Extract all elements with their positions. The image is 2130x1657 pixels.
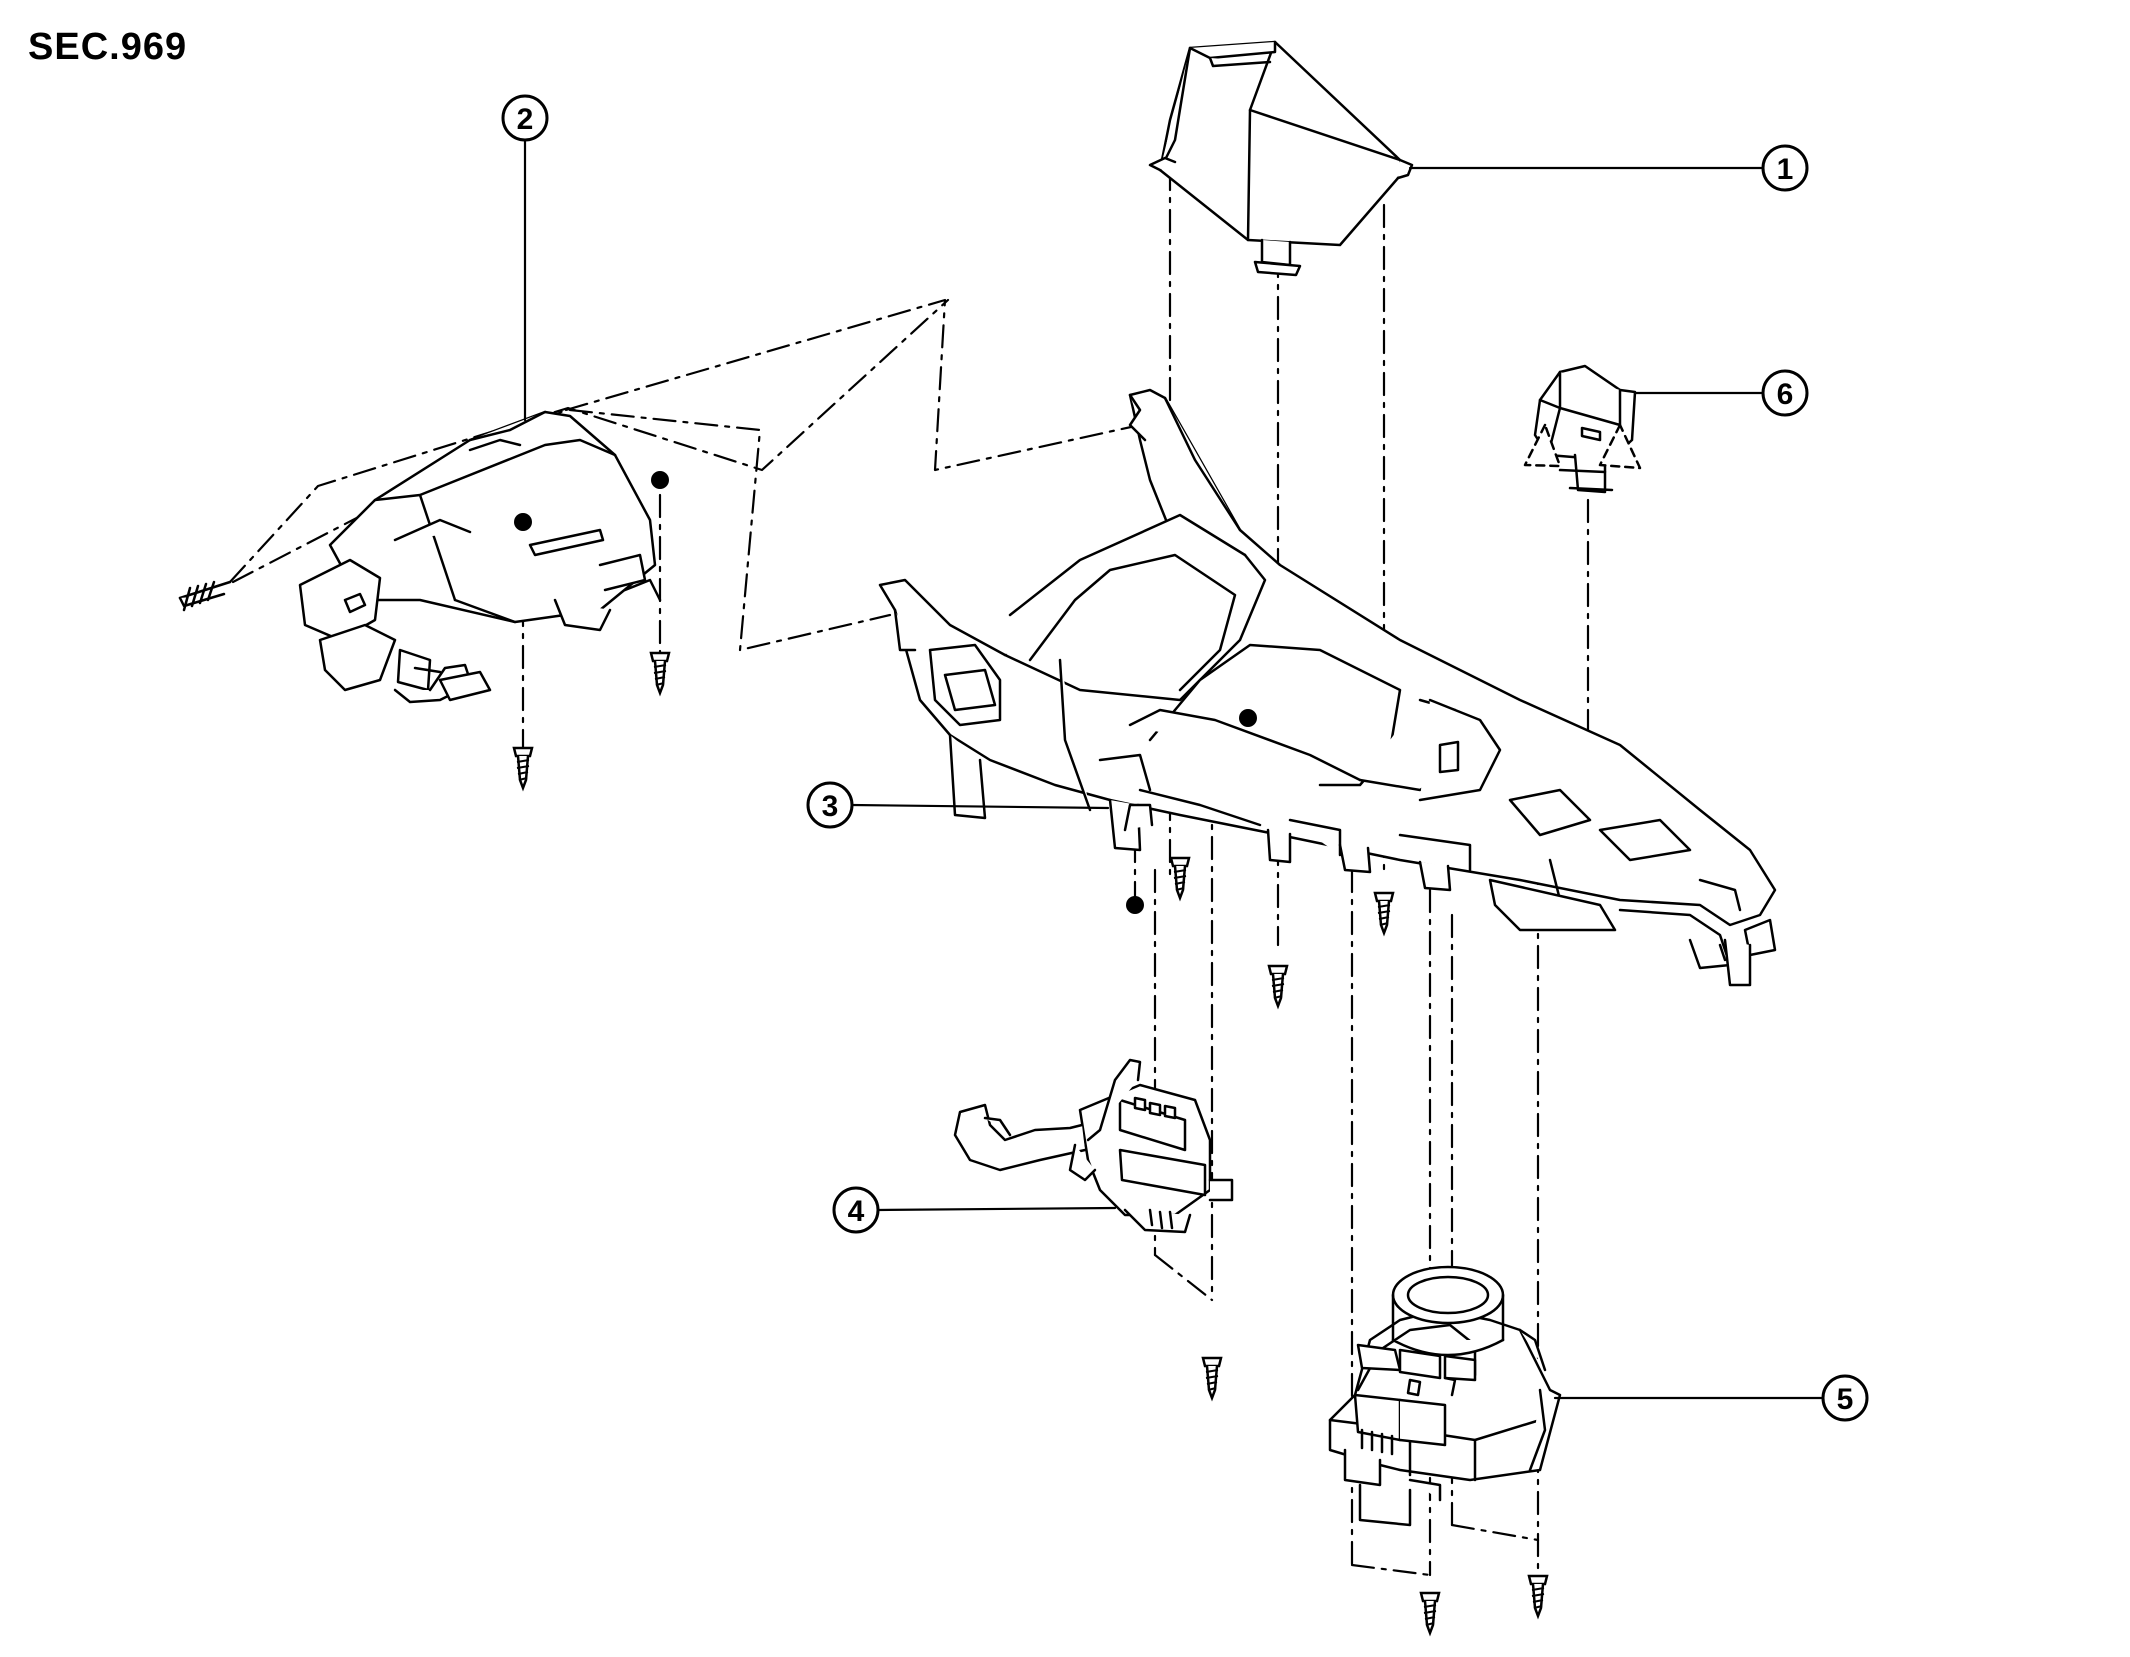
callout-2-label: 2 — [517, 103, 534, 136]
clip-dot-icon — [514, 513, 532, 531]
part-5-controller — [1328, 1265, 1562, 1527]
screw-icon — [1373, 891, 1395, 935]
callout-4-label: 4 — [848, 1195, 865, 1228]
callout-5 — [1821, 1374, 1869, 1422]
clip-dot-icon — [1126, 896, 1144, 914]
clip-markers — [514, 471, 1257, 914]
screw-icon — [512, 746, 534, 790]
clip-dot-icon — [651, 471, 669, 489]
section-label: SEC.969 — [28, 26, 188, 68]
callout-2 — [501, 94, 549, 142]
part-3-center-finisher — [878, 388, 1777, 987]
clip-dot-icon — [1239, 709, 1257, 727]
screw-icon — [1267, 964, 1289, 1008]
callout-5-label: 5 — [1837, 1383, 1854, 1416]
callout-1 — [1761, 144, 1809, 192]
callout-6 — [1761, 369, 1809, 417]
callout-1-label: 1 — [1777, 153, 1794, 186]
part-4-harness-connector — [953, 1058, 1234, 1234]
screw-icon — [1527, 1574, 1549, 1618]
screw-icon — [1169, 856, 1191, 900]
part-1-console-cover — [1148, 40, 1414, 277]
screw-icon — [649, 651, 671, 695]
screw-icon — [1201, 1356, 1223, 1400]
screw-icon — [1419, 1591, 1441, 1635]
part-6-switch-module — [1523, 364, 1642, 494]
part-2-control-unit — [178, 410, 662, 704]
callout-3 — [806, 781, 854, 829]
callout-4 — [832, 1186, 880, 1234]
callout-6-label: 6 — [1777, 378, 1794, 411]
leader-lines — [523, 138, 1824, 1400]
callout-3-label: 3 — [822, 790, 839, 823]
